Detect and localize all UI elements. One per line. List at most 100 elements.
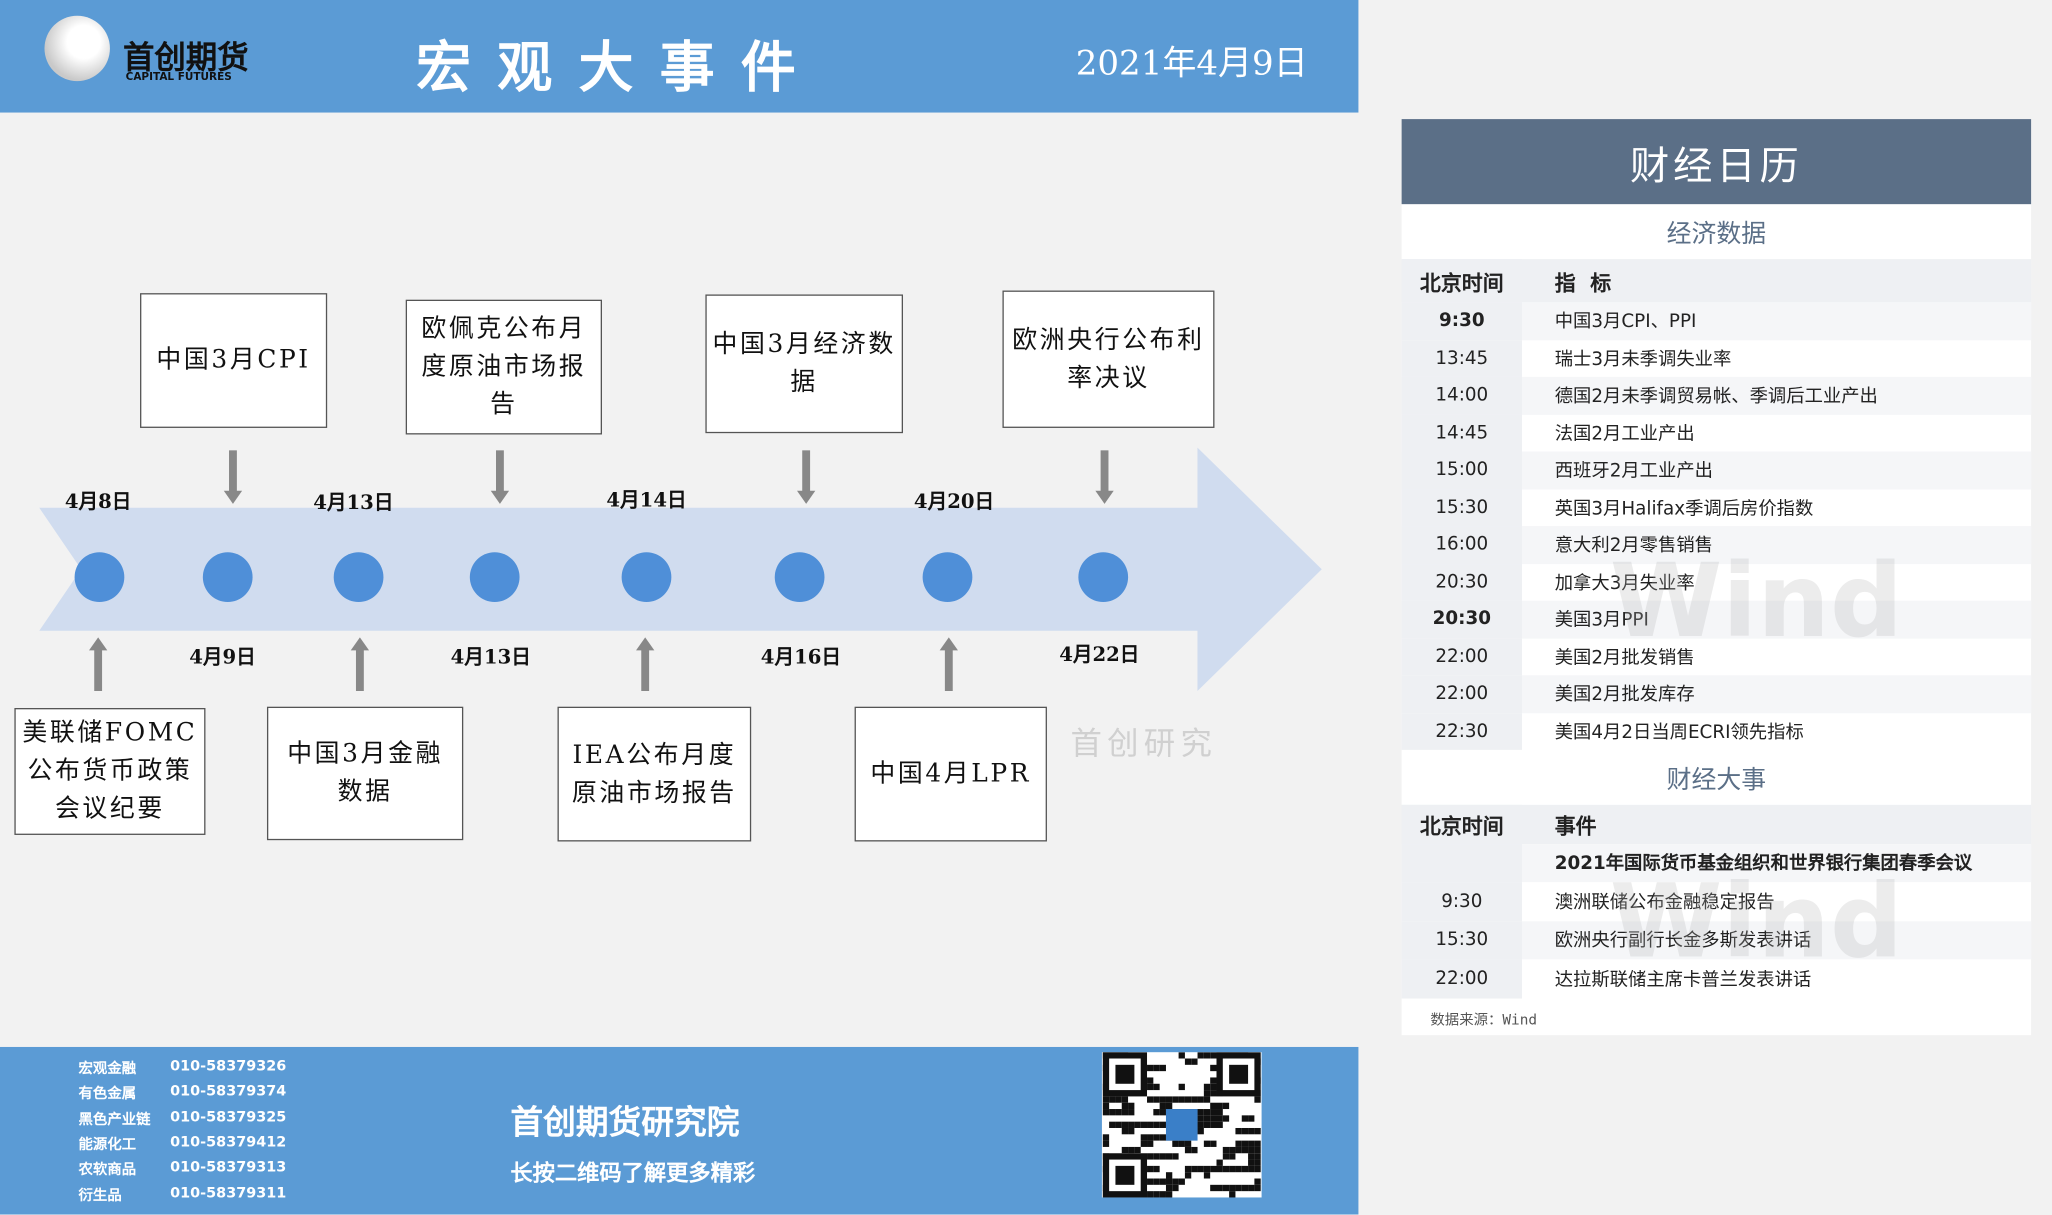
- table-row: 20:30 加拿大3月失业率: [1401, 563, 2031, 601]
- row-item: 意大利2月零售销售: [1554, 535, 1713, 557]
- arrow-up-icon: [939, 637, 958, 691]
- contact-dept: 黑色产业链: [78, 1110, 151, 1128]
- timeline-node: [774, 552, 825, 603]
- table-row: 15:30 英国3月Halifax季调后房价指数: [1401, 488, 2031, 527]
- date-label: 4月14日: [606, 488, 687, 512]
- header-banner: 首创期货 CAPITAL FUTURES 宏观大事件 2021年4月9日: [0, 0, 1359, 113]
- contact-dept: 有色金属: [78, 1085, 137, 1103]
- row-time: 14:00: [1401, 376, 1523, 415]
- timeline-node: [1078, 552, 1129, 603]
- arrow-up-icon: [636, 637, 655, 691]
- event-box: 中国3月经济数据: [705, 294, 904, 434]
- row-time: 22:00: [1401, 675, 1523, 713]
- report-date: 2021年4月9日: [1075, 44, 1308, 84]
- row-item: 欧洲央行副行长金多斯发表讲话: [1554, 930, 1812, 952]
- row-item: 法国2月工业产出: [1554, 423, 1695, 445]
- contact-phone: 010-58379412: [170, 1133, 287, 1151]
- table-row: 14:45 法国2月工业产出: [1401, 414, 2031, 452]
- row-item: 2021年国际货币基金组织和世界银行集团春季会议: [1554, 853, 1973, 875]
- contact-dept: 宏观金融: [78, 1060, 137, 1078]
- row-item: 西班牙2月工业产出: [1554, 460, 1713, 482]
- table-row: 9:30 澳洲联储公布金融稳定报告: [1401, 882, 2031, 921]
- row-item: 美国4月2日当周ECRI领先指标: [1554, 722, 1804, 744]
- date-label: 4月22日: [1059, 642, 1140, 667]
- table-row: 22:00 美国2月批发库存: [1401, 675, 2032, 713]
- row-item: 德国2月未季调贸易帐、季调后工业产出: [1554, 386, 1878, 408]
- slogan: 长按二维码了解更多精彩: [510, 1160, 756, 1187]
- arrow-down-icon: [490, 450, 510, 504]
- row-time: 20:30: [1401, 563, 1523, 601]
- header-item: 指 标: [1554, 270, 1612, 296]
- row-item: 英国3月Halifax季调后房价指数: [1554, 498, 1814, 520]
- logo-text: 首创期货: [123, 39, 249, 76]
- event-table: 北京时间 事件 2021年国际货币基金组织和世界银行集团春季会议 9:30 澳洲联储公…: [1401, 804, 2032, 998]
- table-row: 15:00 西班牙2月工业产出: [1401, 451, 2032, 489]
- row-time: 14:45: [1401, 414, 1523, 452]
- contact-phone: 010-58379374: [170, 1082, 287, 1100]
- row-time: 13:45: [1401, 339, 1523, 377]
- date-label: 4月13日: [313, 490, 394, 515]
- row-time: 9:30: [1401, 882, 1523, 921]
- contact-dept: 衍生品: [78, 1186, 122, 1204]
- date-label: 4月20日: [913, 489, 995, 514]
- arrow-up-icon: [88, 637, 108, 691]
- event-box: IEA公布月度原油市场报告: [557, 706, 752, 842]
- logo-icon: [44, 15, 110, 82]
- arrow-down-icon: [796, 450, 816, 504]
- table-row: 20:30 美国3月PPI: [1401, 600, 2032, 638]
- row-time: 15:30: [1401, 920, 1523, 960]
- event-box: 中国3月金融数据: [266, 706, 464, 841]
- row-time: 20:30: [1401, 600, 1523, 638]
- event-box: 欧佩克公布月度原油市场报告: [405, 299, 603, 435]
- row-item: 美国3月PPI: [1554, 610, 1649, 632]
- row-time: 15:30: [1401, 488, 1523, 527]
- row-item: 美国2月批发库存: [1554, 684, 1695, 706]
- contact-phone: 010-58379311: [170, 1183, 287, 1201]
- row-item: 加拿大3月失业率: [1554, 572, 1695, 594]
- event-box: 美联储FOMC公布货币政策会议纪要: [14, 708, 206, 835]
- timeline-node: [333, 552, 384, 603]
- timeline-node: [202, 552, 253, 603]
- header-time: 北京时间: [1401, 804, 1523, 844]
- watermark: Wind: [1609, 543, 1904, 661]
- data-source: 数据来源：Wind: [1430, 1010, 1538, 1028]
- table-row: 2021年国际货币基金组织和世界银行集团春季会议: [1401, 843, 2032, 883]
- event-box: 中国3月CPI: [140, 293, 328, 428]
- logo-subtext: CAPITAL FUTURES: [125, 70, 232, 83]
- event-box: 欧洲央行公布利率决议: [1002, 290, 1215, 428]
- row-time: [1401, 843, 1523, 883]
- table-header: 北京时间 指 标: [1401, 259, 2032, 303]
- qr-code-icon[interactable]: [1101, 1052, 1262, 1198]
- event-box: 中国4月LPR: [854, 706, 1047, 842]
- event-section-title: 财经大事: [1666, 764, 1767, 794]
- econ-section-title: 经济数据: [1666, 219, 1767, 248]
- watermark: 首创研究: [1070, 725, 1218, 762]
- date-label: 4月16日: [760, 645, 842, 669]
- calendar-title: 财经日历: [1401, 119, 2032, 205]
- arrow-down-icon: [223, 450, 243, 504]
- page-title: 宏观大事件: [416, 35, 822, 100]
- row-time: 15:00: [1401, 451, 1523, 489]
- arrow-up-icon: [350, 637, 370, 691]
- date-label: 4月13日: [450, 645, 531, 669]
- row-time: 9:30: [1401, 302, 1523, 340]
- row-item: 澳洲联储公布金融稳定报告: [1554, 892, 1775, 914]
- table-row: 15:30 欧洲央行副行长金多斯发表讲话: [1401, 920, 2032, 960]
- timeline-node: [922, 552, 973, 603]
- header-time: 北京时间: [1401, 259, 1523, 303]
- contact-phone: 010-58379313: [170, 1158, 287, 1176]
- table-row: 16:00 意大利2月零售销售: [1401, 526, 2032, 564]
- contact-dept: 能源化工: [78, 1135, 137, 1153]
- header-item: 事件: [1554, 813, 1597, 839]
- timeline-arrow: [39, 447, 1322, 691]
- row-time: 16:00: [1401, 526, 1523, 564]
